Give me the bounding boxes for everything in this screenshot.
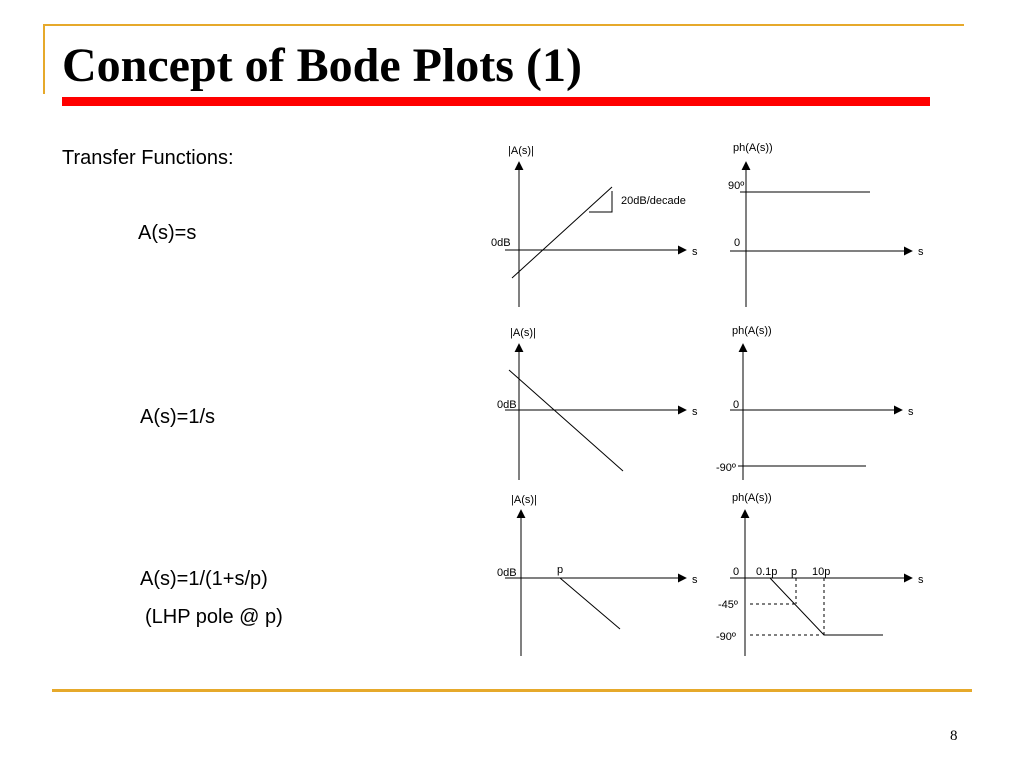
frame-left-line [43,24,45,94]
row1-mag-curve [511,186,613,279]
row3-mag-pole: p [557,564,563,576]
row2-phase-xlabel: s [908,406,914,418]
title-underline [62,97,930,106]
row1-phase-level: 90º [728,180,744,192]
row1-phase-plot: ph(A(s)) 90º 0 s [728,142,924,307]
row1-phase-zero: 0 [734,237,740,249]
row3-mag-ylabel: |A(s)| [511,494,537,506]
row3-phase-plot: ph(A(s)) 0 0.1p p 10p -45º -90º s [716,492,924,656]
row2-phase-zero: 0 [733,399,739,411]
row3-mag-curve [559,577,621,630]
frame-top-line [43,24,964,26]
row3-mag-ref: 0dB [497,567,517,579]
row1-slope-label: 20dB/decade [621,195,686,207]
row1-mag-ylabel: |A(s)| [508,145,534,157]
row3-phase-zero: 0 [733,566,739,578]
row2-mag-xlabel: s [692,406,698,418]
row1-slope-triangle [589,191,613,213]
row1-mag-ref: 0dB [491,237,511,249]
row3-phase-level-45: -45º [718,599,738,611]
row2-phase-ylabel: ph(A(s)) [732,325,772,337]
row2-phase-plot: ph(A(s)) 0 -90º s [716,325,914,480]
row3-phase-curve [745,577,883,636]
row3-phase-xlabel: s [918,574,924,586]
footer-rule [52,689,972,692]
function-3: A(s)=1/(1+s/p) [140,568,268,590]
intro-text: Transfer Functions: [62,147,234,169]
slide-title: Concept of Bode Plots (1) [62,39,582,92]
row3-phase-ylabel: ph(A(s)) [732,492,772,504]
row3-phase-tick-10p: 10p [812,566,830,578]
row3-phase-tick-p: p [791,566,797,578]
row1-phase-ylabel: ph(A(s)) [733,142,773,154]
row3-magnitude-plot: |A(s)| 0dB p s [497,494,698,656]
row2-mag-curve [508,369,624,472]
row2-mag-ref: 0dB [497,399,517,411]
row2-mag-ylabel: |A(s)| [510,327,536,339]
function-2: A(s)=1/s [140,406,216,428]
row2-magnitude-plot: |A(s)| 0dB s [497,327,698,480]
row2-phase-level: -90º [716,462,736,474]
function-3-note: (LHP pole @ p) [145,606,283,628]
row1-mag-xlabel: s [692,246,698,258]
row3-phase-level-90: -90º [716,631,736,643]
function-1: A(s)=s [138,222,197,244]
row1-magnitude-plot: |A(s)| 0dB s 20dB/decade [491,145,698,307]
row3-phase-tick-0.1p: 0.1p [756,566,777,578]
row1-phase-xlabel: s [918,246,924,258]
page-number: 8 [950,728,958,744]
row3-mag-xlabel: s [692,574,698,586]
